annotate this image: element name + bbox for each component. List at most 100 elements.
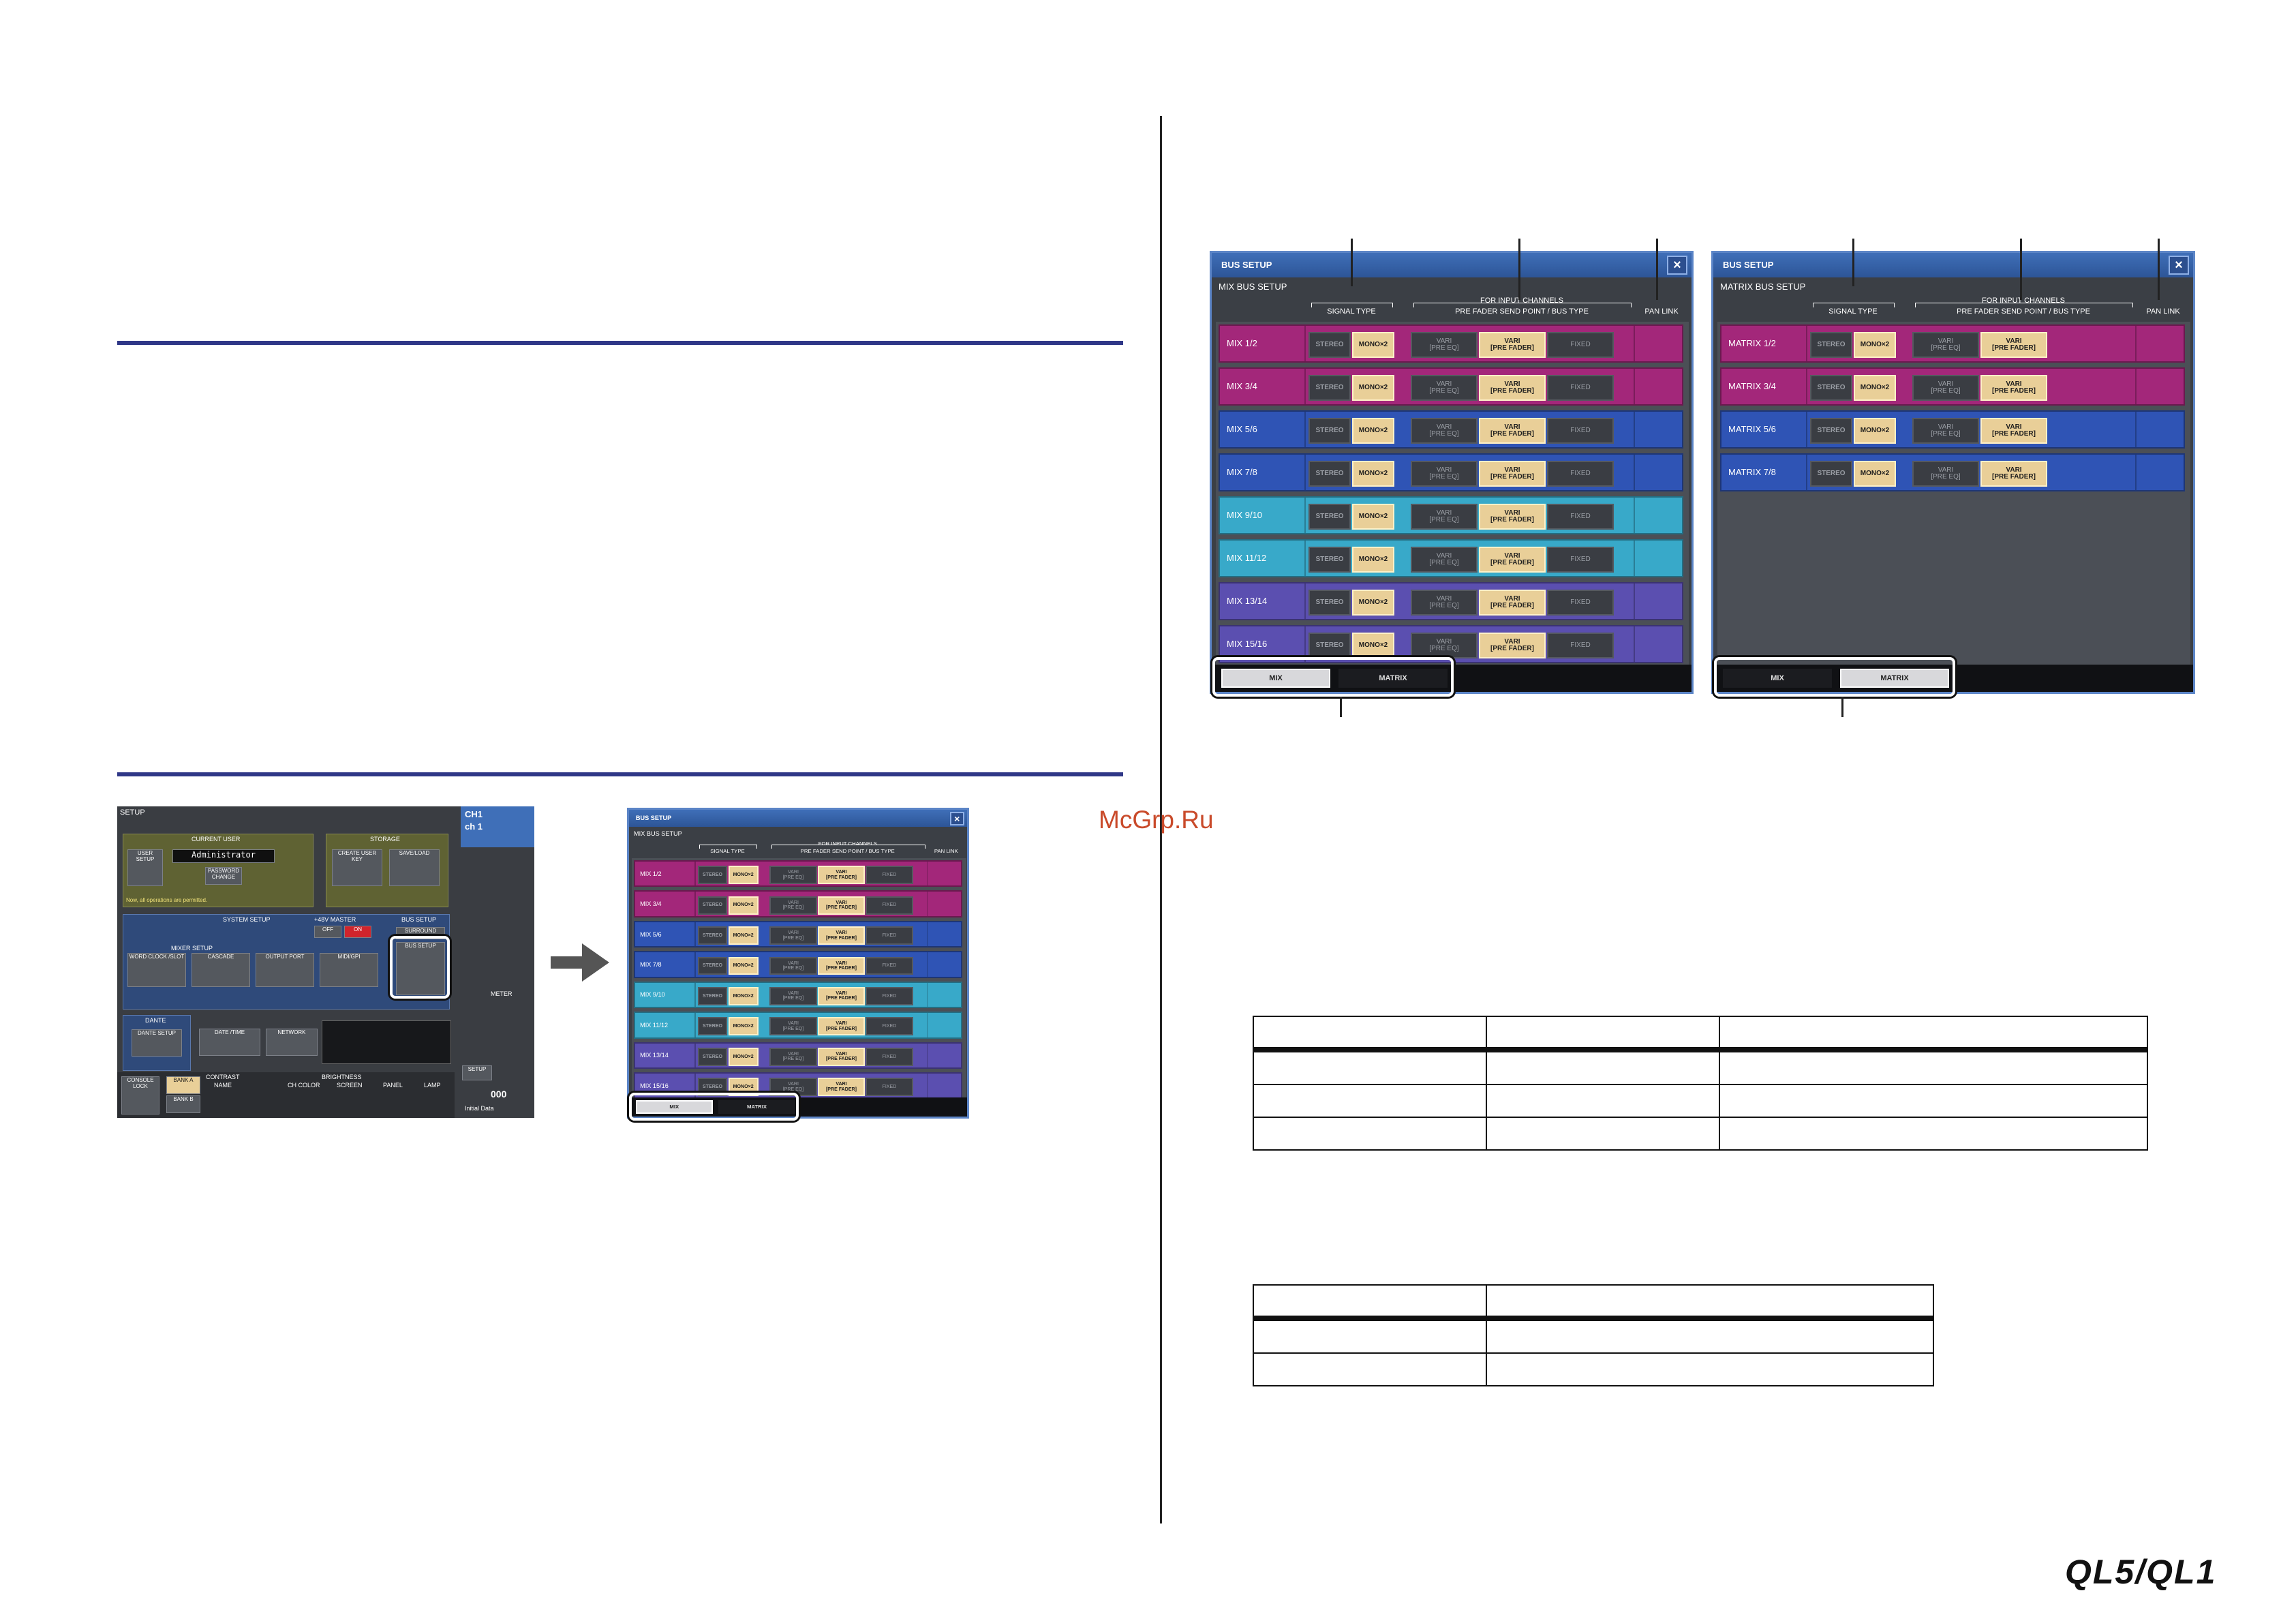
- mono-x2-button[interactable]: MONO×2: [1352, 418, 1394, 444]
- mono-x2-button[interactable]: MONO×2: [1854, 332, 1896, 358]
- vari-pre-eq-button[interactable]: VARI[PRE EQ]: [1411, 547, 1478, 573]
- fixed-button[interactable]: FIXED: [1547, 547, 1614, 573]
- vari-pre-fader-button[interactable]: VARI[PRE FADER]: [817, 866, 866, 885]
- tab-matrix[interactable]: MATRIX: [1840, 669, 1949, 688]
- fixed-button[interactable]: FIXED: [866, 896, 913, 915]
- fixed-button[interactable]: FIXED: [866, 1078, 913, 1097]
- close-icon[interactable]: ×: [1667, 256, 1687, 275]
- bank-a-button[interactable]: BANK A: [166, 1076, 200, 1094]
- mono-x2-button[interactable]: MONO×2: [728, 866, 759, 885]
- fixed-button[interactable]: FIXED: [866, 987, 913, 1005]
- tab-mix[interactable]: MIX: [1221, 669, 1330, 688]
- save-load-button[interactable]: SAVE/LOAD: [389, 849, 440, 886]
- vari-pre-eq-button[interactable]: VARI[PRE EQ]: [1411, 633, 1478, 658]
- vari-pre-fader-button[interactable]: VARI[PRE FADER]: [1980, 461, 2047, 487]
- vari-pre-eq-button[interactable]: VARI[PRE EQ]: [1912, 461, 1979, 487]
- mono-x2-button[interactable]: MONO×2: [1352, 590, 1394, 616]
- mono-x2-button[interactable]: MONO×2: [1854, 461, 1896, 487]
- tab-matrix[interactable]: MATRIX: [1338, 669, 1448, 688]
- stereo-button[interactable]: STEREO: [1810, 461, 1852, 487]
- vari-pre-fader-button[interactable]: VARI[PRE FADER]: [817, 1047, 866, 1066]
- mono-x2-button[interactable]: MONO×2: [728, 956, 759, 975]
- phantom-on-button[interactable]: ON: [344, 926, 371, 938]
- vari-pre-eq-button[interactable]: VARI[PRE EQ]: [769, 866, 817, 885]
- mono-x2-button[interactable]: MONO×2: [1352, 332, 1394, 358]
- dante-setup-button[interactable]: DANTE SETUP: [132, 1029, 182, 1057]
- vari-pre-fader-button[interactable]: VARI[PRE FADER]: [817, 987, 866, 1005]
- fixed-button[interactable]: FIXED: [1547, 418, 1614, 444]
- fixed-button[interactable]: FIXED: [866, 1047, 913, 1066]
- create-user-key-button[interactable]: CREATE USER KEY: [332, 849, 382, 886]
- mono-x2-button[interactable]: MONO×2: [1352, 633, 1394, 658]
- stereo-button[interactable]: STEREO: [1308, 633, 1351, 658]
- fixed-button[interactable]: FIXED: [1547, 375, 1614, 401]
- stereo-button[interactable]: STEREO: [1308, 547, 1351, 573]
- tab-mix[interactable]: MIX: [635, 1100, 713, 1114]
- vari-pre-fader-button[interactable]: VARI[PRE FADER]: [817, 956, 866, 975]
- midi-gpi-button[interactable]: MIDI/GPI: [320, 953, 378, 987]
- cascade-button[interactable]: CASCADE: [192, 953, 250, 987]
- close-icon[interactable]: ×: [949, 811, 964, 825]
- vari-pre-fader-button[interactable]: VARI[PRE FADER]: [1479, 633, 1546, 658]
- mono-x2-button[interactable]: MONO×2: [728, 987, 759, 1005]
- mono-x2-button[interactable]: MONO×2: [1854, 418, 1896, 444]
- fixed-button[interactable]: FIXED: [866, 866, 913, 885]
- mono-x2-button[interactable]: MONO×2: [728, 1047, 759, 1066]
- vari-pre-eq-button[interactable]: VARI[PRE EQ]: [1411, 590, 1478, 616]
- stereo-button[interactable]: STEREO: [1308, 504, 1351, 530]
- tab-mix[interactable]: MIX: [1723, 669, 1832, 688]
- vari-pre-eq-button[interactable]: VARI[PRE EQ]: [769, 956, 817, 975]
- vari-pre-fader-button[interactable]: VARI[PRE FADER]: [1479, 590, 1546, 616]
- stereo-button[interactable]: STEREO: [1308, 418, 1351, 444]
- close-icon[interactable]: ×: [2169, 256, 2189, 275]
- stereo-button[interactable]: STEREO: [1308, 375, 1351, 401]
- vari-pre-fader-button[interactable]: VARI[PRE FADER]: [1479, 375, 1546, 401]
- vari-pre-eq-button[interactable]: VARI[PRE EQ]: [1411, 332, 1478, 358]
- vari-pre-eq-button[interactable]: VARI[PRE EQ]: [769, 987, 817, 1005]
- mono-x2-button[interactable]: MONO×2: [1352, 504, 1394, 530]
- fixed-button[interactable]: FIXED: [866, 926, 913, 945]
- setup-tab-button[interactable]: SETUP: [462, 1065, 492, 1080]
- word-clock-button[interactable]: WORD CLOCK /SLOT: [127, 953, 186, 987]
- stereo-button[interactable]: STEREO: [697, 1047, 728, 1066]
- bank-b-button[interactable]: BANK B: [166, 1095, 200, 1113]
- user-setup-button[interactable]: USER SETUP: [127, 849, 163, 886]
- vari-pre-eq-button[interactable]: VARI[PRE EQ]: [769, 896, 817, 915]
- vari-pre-eq-button[interactable]: VARI[PRE EQ]: [1411, 504, 1478, 530]
- fixed-button[interactable]: FIXED: [866, 1017, 913, 1036]
- vari-pre-fader-button[interactable]: VARI[PRE FADER]: [1479, 504, 1546, 530]
- mono-x2-button[interactable]: MONO×2: [1352, 375, 1394, 401]
- stereo-button[interactable]: STEREO: [1308, 332, 1351, 358]
- network-button[interactable]: NETWORK: [266, 1029, 318, 1056]
- console-lock-button[interactable]: CONSOLE LOCK: [121, 1076, 159, 1114]
- tab-matrix[interactable]: MATRIX: [718, 1100, 795, 1114]
- fixed-button[interactable]: FIXED: [1547, 504, 1614, 530]
- fixed-button[interactable]: FIXED: [1547, 633, 1614, 658]
- stereo-button[interactable]: STEREO: [697, 926, 728, 945]
- vari-pre-eq-button[interactable]: VARI[PRE EQ]: [1912, 375, 1979, 401]
- vari-pre-fader-button[interactable]: VARI[PRE FADER]: [1479, 547, 1546, 573]
- phantom-off-button[interactable]: OFF: [314, 926, 341, 938]
- password-change-button[interactable]: PASSWORD CHANGE: [205, 867, 242, 885]
- vari-pre-fader-button[interactable]: VARI[PRE FADER]: [817, 896, 866, 915]
- stereo-button[interactable]: STEREO: [697, 1017, 728, 1036]
- vari-pre-eq-button[interactable]: VARI[PRE EQ]: [769, 926, 817, 945]
- vari-pre-eq-button[interactable]: VARI[PRE EQ]: [1912, 418, 1979, 444]
- stereo-button[interactable]: STEREO: [697, 956, 728, 975]
- vari-pre-fader-button[interactable]: VARI[PRE FADER]: [1479, 332, 1546, 358]
- vari-pre-fader-button[interactable]: VARI[PRE FADER]: [817, 1017, 866, 1036]
- mono-x2-button[interactable]: MONO×2: [1352, 461, 1394, 487]
- vari-pre-eq-button[interactable]: VARI[PRE EQ]: [769, 1017, 817, 1036]
- stereo-button[interactable]: STEREO: [1810, 332, 1852, 358]
- vari-pre-fader-button[interactable]: VARI[PRE FADER]: [817, 1078, 866, 1097]
- stereo-button[interactable]: STEREO: [1308, 590, 1351, 616]
- mono-x2-button[interactable]: MONO×2: [1352, 547, 1394, 573]
- vari-pre-eq-button[interactable]: VARI[PRE EQ]: [1411, 461, 1478, 487]
- fixed-button[interactable]: FIXED: [1547, 590, 1614, 616]
- stereo-button[interactable]: STEREO: [1810, 375, 1852, 401]
- stereo-button[interactable]: STEREO: [1308, 461, 1351, 487]
- date-time-button[interactable]: DATE /TIME: [199, 1029, 260, 1056]
- mono-x2-button[interactable]: MONO×2: [728, 926, 759, 945]
- stereo-button[interactable]: STEREO: [697, 987, 728, 1005]
- fixed-button[interactable]: FIXED: [1547, 461, 1614, 487]
